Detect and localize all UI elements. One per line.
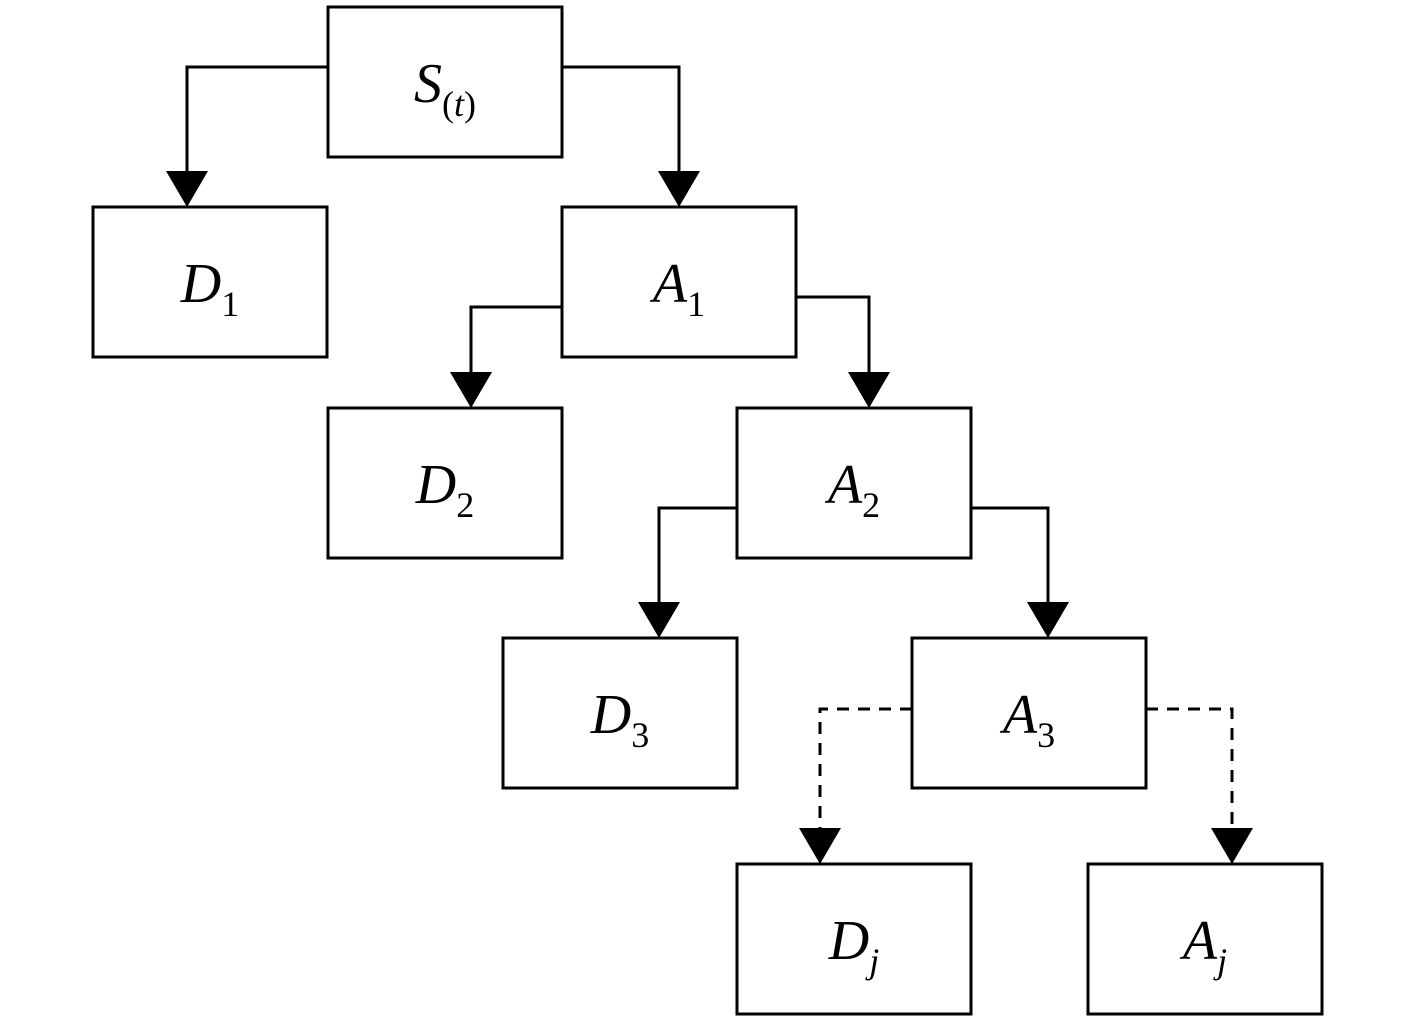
node-label-main: D (415, 454, 456, 516)
node-label: D3 (590, 684, 649, 755)
arrow-head-icon (450, 372, 492, 408)
node-s: S(t) (326, 5, 564, 159)
arrow-head-icon (1211, 828, 1253, 864)
node-label-main: D (180, 253, 221, 315)
edges-layer (166, 65, 1253, 864)
node-label: D2 (415, 454, 474, 525)
edge-line (818, 707, 912, 830)
edge-line (469, 305, 562, 374)
node-a3: A3 (910, 636, 1148, 790)
node-box (735, 406, 973, 560)
arrow-head-icon (848, 372, 890, 408)
node-label-subscript: 1 (687, 284, 705, 324)
arrow-head-icon (799, 828, 841, 864)
node-label-main: D (828, 910, 869, 972)
node-box (326, 5, 564, 159)
node-label: D1 (180, 253, 239, 324)
node-d2: D2 (326, 406, 564, 560)
node-label: Dj (828, 910, 879, 981)
node-label: Aj (1179, 910, 1227, 981)
node-aj: Aj (1086, 862, 1324, 1016)
node-label-subscript: j (1213, 941, 1227, 981)
subscript-variable: t (454, 84, 465, 124)
node-label-main: S (414, 53, 442, 115)
paren-close: ) (464, 84, 476, 124)
edge-a2-to-d3 (638, 506, 737, 638)
node-box (1086, 862, 1324, 1016)
node-label-subscript: 2 (862, 485, 880, 525)
edge-s-to-a1 (562, 65, 700, 207)
node-a1: A1 (560, 205, 798, 359)
arrow-head-icon (1027, 602, 1069, 638)
node-label-subscript: (t) (442, 84, 476, 124)
edge-a1-to-a2 (796, 295, 890, 408)
arrow-head-icon (166, 171, 208, 207)
node-a2: A2 (735, 406, 973, 560)
node-label-subscript: 2 (456, 485, 474, 525)
edge-a2-to-a3 (971, 506, 1069, 638)
edge-a1-to-d2 (450, 305, 562, 408)
paren-open: ( (442, 84, 454, 124)
node-label-subscript: j (865, 941, 879, 981)
edge-line (185, 65, 328, 173)
edge-s-to-d1 (166, 65, 328, 207)
node-label-main: A (1179, 910, 1218, 972)
node-box (326, 406, 564, 560)
node-box (560, 205, 798, 359)
node-label: S(t) (414, 53, 476, 124)
node-box (910, 636, 1148, 790)
node-label-main: A (649, 253, 688, 315)
node-label-subscript: 1 (221, 284, 239, 324)
node-box (91, 205, 329, 359)
node-label-main: D (590, 684, 631, 746)
edge-a3-to-dj (799, 707, 912, 864)
edge-line (971, 506, 1050, 604)
node-label: A1 (649, 253, 705, 324)
edge-line (562, 65, 681, 173)
edge-a3-to-aj (1146, 707, 1253, 864)
node-box (735, 862, 973, 1016)
node-label-main: A (999, 684, 1038, 746)
node-d3: D3 (501, 636, 739, 790)
node-label-subscript: 3 (1037, 715, 1055, 755)
arrow-head-icon (638, 602, 680, 638)
node-label-subscript: 3 (631, 715, 649, 755)
edge-line (796, 295, 871, 374)
node-label-main: A (824, 454, 863, 516)
arrow-head-icon (658, 171, 700, 207)
edge-line (1146, 707, 1234, 830)
node-box (501, 636, 739, 790)
node-d1: D1 (91, 205, 329, 359)
edge-line (657, 506, 737, 604)
node-label: A2 (824, 454, 880, 525)
node-dj: Dj (735, 862, 973, 1016)
node-label: A3 (999, 684, 1055, 755)
